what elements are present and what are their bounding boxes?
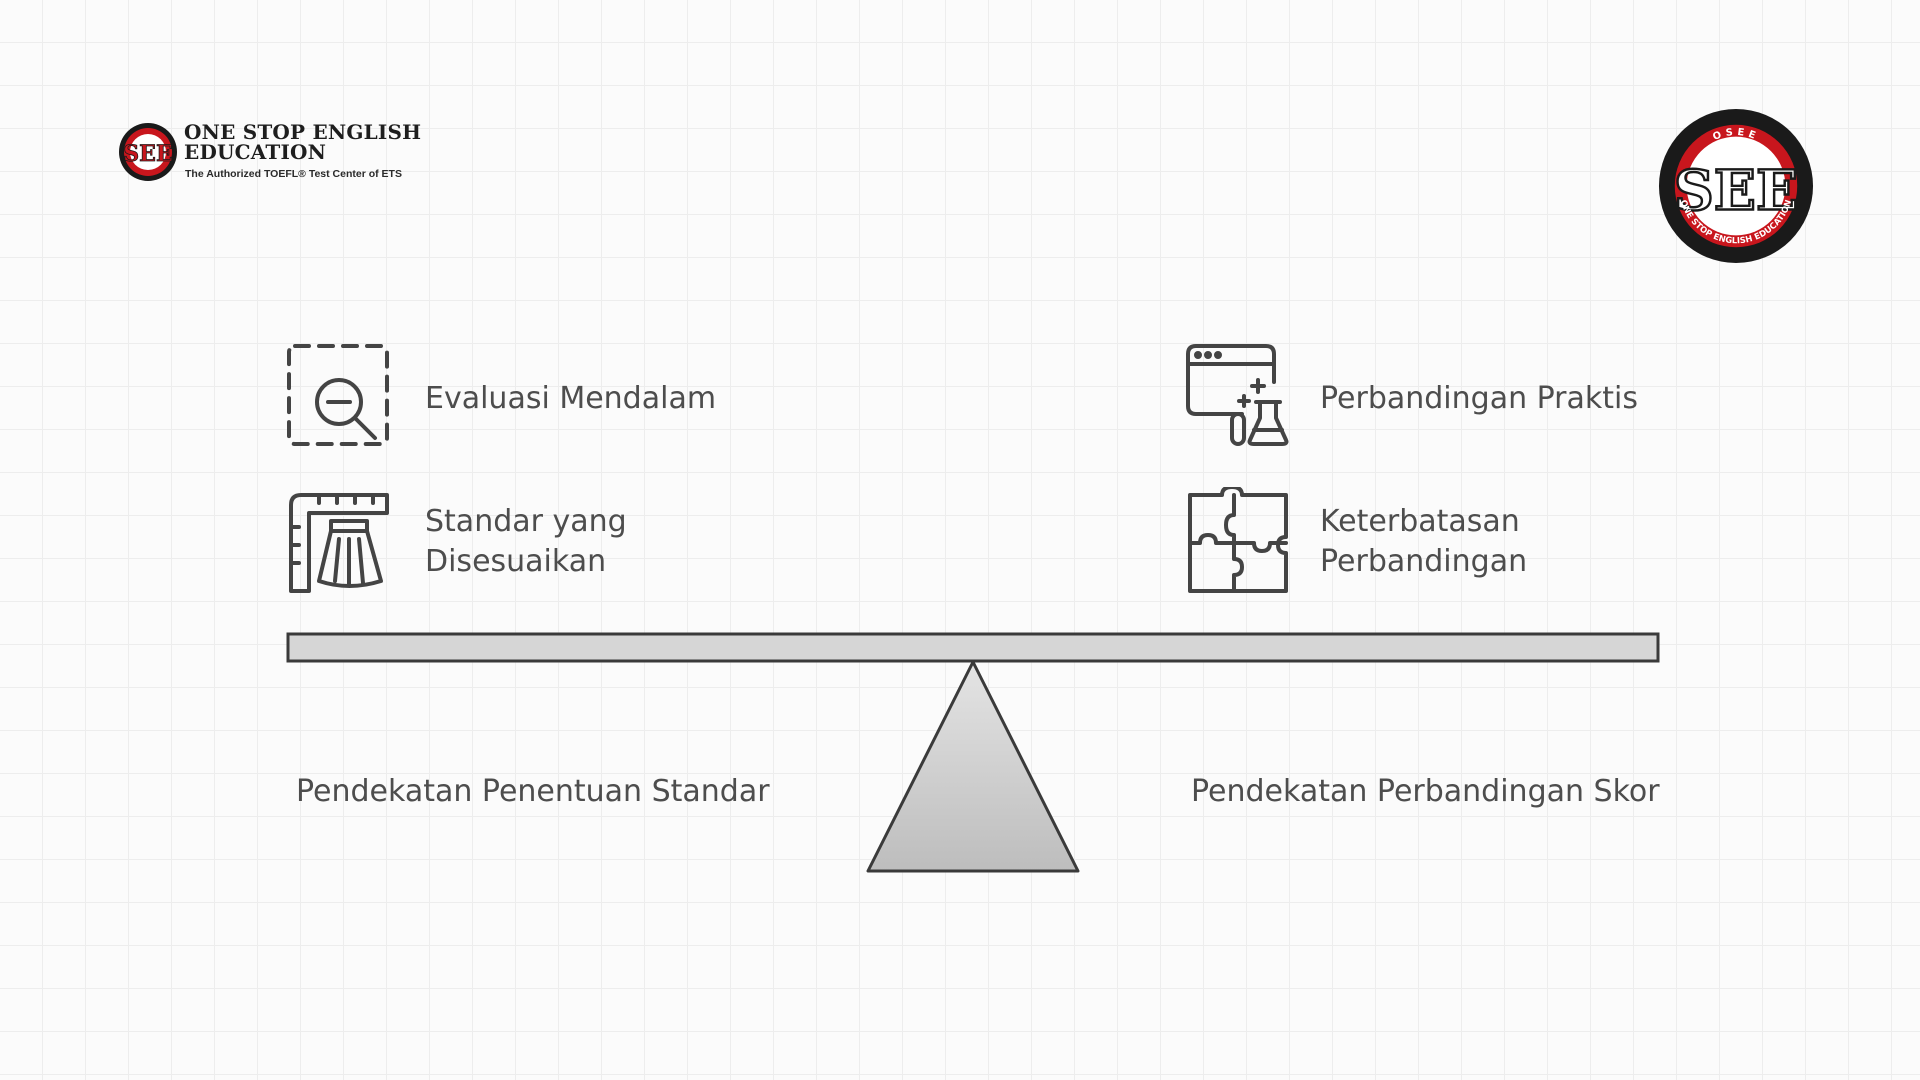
side-label-right: Pendekatan Perbandingan Skor xyxy=(1191,774,1660,809)
item-label-perbandingan-praktis: Perbandingan Praktis xyxy=(1320,379,1638,419)
item-label-standar: Standar yang Disesuaikan xyxy=(425,502,627,582)
seesaw-beam xyxy=(286,632,1660,663)
item-label-keterbatasan-line2: Perbandingan xyxy=(1320,544,1528,579)
badge-monogram: SEE xyxy=(1674,159,1798,224)
puzzle-pieces-icon xyxy=(1188,487,1288,593)
brand-name-line2: EDUCATION xyxy=(184,140,327,164)
item-label-standar-line1: Standar yang xyxy=(425,504,627,539)
item-label-perbandingan-praktis-line1: Perbandingan Praktis xyxy=(1320,381,1639,416)
skirt-pattern-ruler-icon xyxy=(289,493,389,593)
seal-monogram: SEE xyxy=(123,141,172,167)
brand-name-line1: ONE STOP ENGLISH xyxy=(184,120,422,144)
see-seal-icon: SEE xyxy=(119,123,177,181)
brand-logo: SEE ONE STOP ENGLISH EDUCATION The Autho… xyxy=(118,118,438,188)
item-label-keterbatasan: Keterbatasan Perbandingan xyxy=(1320,502,1527,582)
see-badge-logo-icon: SEE OSEE ONE STOP ENGLISH EDUCATION xyxy=(1658,108,1814,264)
badge-top-text: OSEE xyxy=(1711,127,1760,143)
item-label-evaluasi: Evaluasi Mendalam xyxy=(425,379,716,419)
item-label-keterbatasan-line1: Keterbatasan xyxy=(1320,504,1520,539)
seesaw-fulcrum xyxy=(866,660,1080,873)
brand-tagline: The Authorized TOEFL® Test Center of ETS xyxy=(185,168,402,180)
item-label-standar-line2: Disesuaikan xyxy=(425,544,607,579)
brand-name: ONE STOP ENGLISH EDUCATION xyxy=(184,122,421,162)
zoom-out-search-icon xyxy=(287,344,389,446)
item-label-evaluasi-line1: Evaluasi Mendalam xyxy=(425,381,717,416)
browser-lab-flask-icon xyxy=(1186,344,1289,446)
side-label-left: Pendekatan Penentuan Standar xyxy=(296,774,770,809)
